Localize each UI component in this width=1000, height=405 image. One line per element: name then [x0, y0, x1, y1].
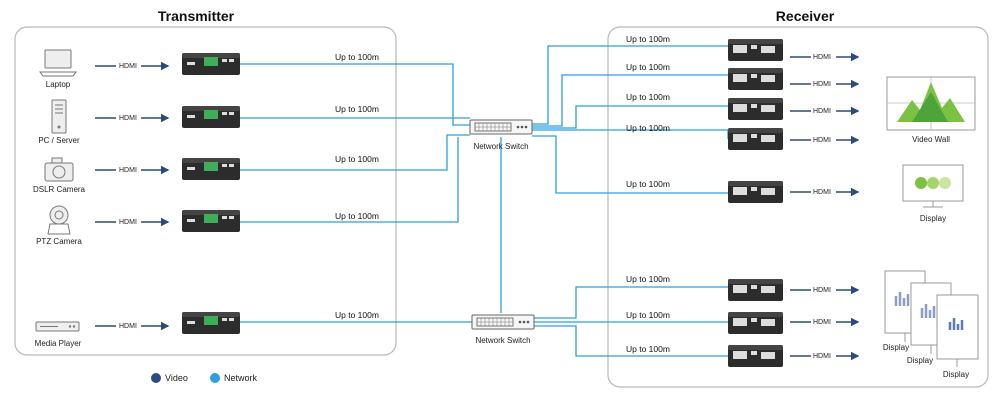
svg-text:Up to 100m: Up to 100m: [626, 92, 670, 102]
svg-text:HDMI: HDMI: [813, 137, 831, 144]
encoder-2: [182, 106, 240, 128]
switch-label-top: Network Switch: [473, 142, 528, 151]
svg-text:HDMI: HDMI: [813, 353, 831, 360]
output-label-display: Display: [920, 214, 946, 223]
svg-text:HDMI: HDMI: [119, 63, 137, 70]
output-label-display-3: Display: [943, 370, 969, 379]
legend-video-label: Video: [165, 373, 188, 383]
dslr-camera-icon: [44, 157, 74, 182]
tx-hdmi-links: HDMI HDMI HDMI HDMI HDMI: [95, 61, 170, 331]
svg-text:HDMI: HDMI: [119, 167, 137, 174]
transmitter-panel: [14, 26, 397, 356]
decoder-4: [728, 128, 783, 150]
network-switch-top: [469, 119, 533, 135]
decoder-1: [728, 39, 783, 61]
display-icon: [902, 164, 964, 208]
receiver-title: Receiver: [776, 8, 835, 24]
svg-text:Up to 100m: Up to 100m: [626, 62, 670, 72]
decoder-7: [728, 312, 783, 334]
svg-text:HDMI: HDMI: [119, 219, 137, 226]
laptop-icon: [39, 49, 77, 77]
encoder-5: [182, 312, 240, 334]
switch-label-bottom: Network Switch: [475, 336, 530, 345]
svg-text:HDMI: HDMI: [813, 287, 831, 294]
svg-text:Up to 100m: Up to 100m: [335, 154, 379, 164]
svg-text:HDMI: HDMI: [813, 54, 831, 61]
svg-text:Up to 100m: Up to 100m: [626, 123, 670, 133]
decoder-5: [728, 181, 783, 203]
svg-text:Up to 100m: Up to 100m: [626, 310, 670, 320]
transmitter-title: Transmitter: [158, 8, 235, 24]
svg-text:Up to 100m: Up to 100m: [335, 104, 379, 114]
svg-text:HDMI: HDMI: [119, 115, 137, 122]
network-switch-bottom: [471, 314, 535, 330]
video-wall-icon: [886, 76, 976, 131]
svg-text:Up to 100m: Up to 100m: [626, 344, 670, 354]
svg-text:Up to 100m: Up to 100m: [626, 274, 670, 284]
svg-text:HDMI: HDMI: [813, 189, 831, 196]
encoder-4: [182, 210, 240, 232]
receiver-panel: [607, 26, 989, 388]
source-label-media-player: Media Player: [35, 339, 82, 348]
legend-network-swatch: [210, 373, 220, 383]
svg-text:HDMI: HDMI: [813, 81, 831, 88]
output-label-display-2: Display: [907, 356, 933, 365]
svg-text:Up to 100m: Up to 100m: [626, 34, 670, 44]
svg-text:HDMI: HDMI: [119, 323, 137, 330]
decoder-8: [728, 345, 783, 367]
rx-hdmi-links: HDMI HDMI HDMI HDMI HDMI HDMI HDMI HDMI: [790, 52, 860, 361]
pc-server-icon: [51, 99, 67, 134]
legend: Video Network: [151, 373, 258, 383]
svg-text:HDMI: HDMI: [813, 108, 831, 115]
legend-network-label: Network: [224, 373, 258, 383]
source-label-ptz-camera: PTZ Camera: [36, 237, 82, 246]
svg-text:Up to 100m: Up to 100m: [626, 179, 670, 189]
legend-video-swatch: [151, 373, 161, 383]
svg-text:Up to 100m: Up to 100m: [335, 211, 379, 221]
ptz-camera-icon: [47, 205, 71, 235]
svg-text:Up to 100m: Up to 100m: [335, 310, 379, 320]
svg-text:HDMI: HDMI: [813, 319, 831, 326]
encoder-3: [182, 158, 240, 180]
tx-network-lines: [240, 63, 502, 323]
source-label-laptop: Laptop: [46, 80, 71, 89]
encoder-1: [182, 53, 240, 75]
output-label-video-wall: Video Wall: [912, 135, 950, 144]
source-label-pc-server: PC / Server: [38, 136, 80, 145]
media-player-icon: [35, 321, 80, 332]
distance-labels: Up to 100m Up to 100m Up to 100m Up to 1…: [335, 34, 670, 354]
decoder-2: [728, 68, 783, 90]
decoder-6: [728, 279, 783, 301]
decoder-3: [728, 98, 783, 120]
svg-text:Up to 100m: Up to 100m: [335, 52, 379, 62]
display-stack-icon: [884, 270, 979, 367]
output-label-display-1: Display: [883, 343, 909, 352]
source-label-dslr-camera: DSLR Camera: [33, 185, 86, 194]
